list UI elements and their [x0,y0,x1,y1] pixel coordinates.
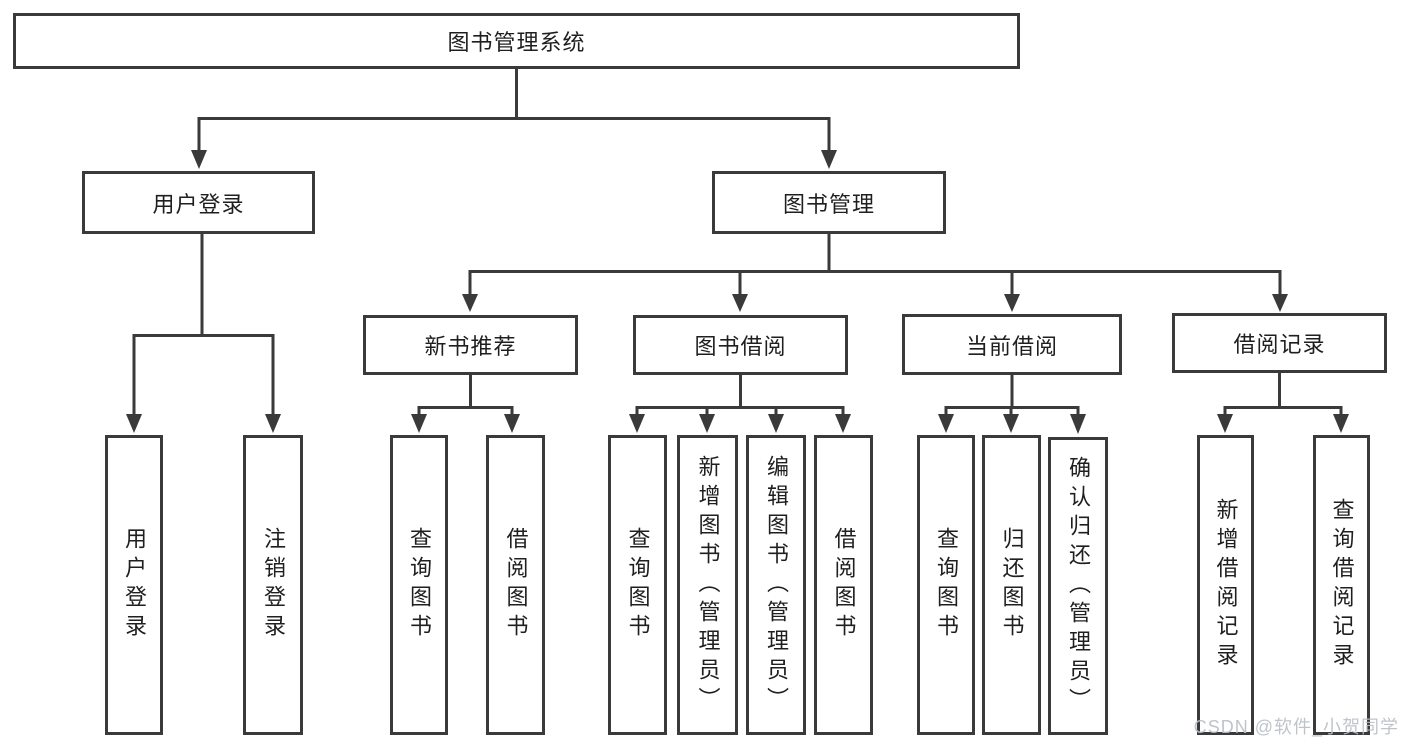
leaf-newbook-borrow-books: 借阅图书 [486,435,545,735]
leaf-add-borrow-record-label: 新增借阅记录 [1213,498,1239,672]
arrowhead [1333,414,1349,433]
arrowhead [1272,294,1288,312]
connector-root [191,66,837,169]
arrowhead [504,414,520,433]
arrowhead [629,414,645,433]
arrowhead [1217,414,1233,433]
arrowhead [938,414,954,433]
node-user-login-label: 用户登录 [152,191,245,217]
node-current-borrowing-label: 当前借阅 [965,333,1058,359]
arrowhead [265,414,281,433]
connector-book-management [462,232,1288,312]
node-user-login: 用户登录 [82,171,315,234]
node-root-label: 图书管理系统 [447,30,586,55]
arrowhead [1004,294,1020,312]
leaf-return-book-label: 归还图书 [999,527,1025,643]
arrowhead [1070,414,1086,434]
node-root: 图书管理系统 [13,13,1020,69]
leaf-user-login: 用户登录 [105,435,163,735]
leaf-query-borrow-record: 查询借阅记录 [1313,435,1370,735]
leaf-borrow-borrow-books-label: 借阅图书 [831,527,857,643]
arrowhead [462,294,478,312]
arrowhead [411,414,427,433]
leaf-current-query-books-label: 查询图书 [934,527,959,643]
node-book-management: 图书管理 [712,171,946,234]
leaf-logout-label: 注销登录 [261,527,286,643]
node-book-management-label: 图书管理 [782,191,875,217]
leaf-edit-book-admin: 编辑图书（管理员） [746,435,806,735]
leaf-newbook-borrow-books-label: 借阅图书 [503,527,529,643]
node-book-borrowing-label: 图书借阅 [694,334,787,359]
arrowhead [821,150,837,169]
leaf-add-book-admin: 新增图书（管理员） [677,435,738,735]
leaf-borrow-borrow-books: 借阅图书 [814,435,873,735]
node-new-book-recommend-label: 新书推荐 [424,334,517,359]
leaf-logout: 注销登录 [243,435,303,735]
connector-borrowing-records [1217,371,1349,433]
leaf-user-login-label: 用户登录 [122,527,147,643]
leaf-newbook-query-books-label: 查询图书 [407,527,432,643]
leaf-query-borrow-record-label: 查询借阅记录 [1329,498,1355,672]
arrowhead [732,294,748,312]
leaf-confirm-return-admin: 确认归还（管理员） [1048,437,1108,735]
node-current-borrowing: 当前借阅 [902,314,1122,375]
node-book-borrowing: 图书借阅 [633,315,848,375]
arrowhead [1003,414,1019,433]
leaf-current-query-books: 查询图书 [917,435,975,735]
leaf-confirm-return-admin-label: 确认归还（管理员） [1066,455,1091,717]
connector-current-borrowing [938,373,1086,434]
leaf-borrow-query-books-label: 查询图书 [625,527,651,643]
arrowhead [835,414,851,433]
connector-user-login [126,232,281,433]
leaf-return-book: 归还图书 [982,435,1041,735]
arrowhead [768,414,784,433]
leaf-add-borrow-record: 新增借阅记录 [1197,435,1254,735]
csdn-watermark: CSDN @软件_小贺同学 [1193,717,1399,737]
arrowhead [699,414,715,433]
leaf-borrow-query-books: 查询图书 [608,435,667,735]
node-borrowing-records: 借阅记录 [1172,313,1387,373]
leaf-add-book-admin-label: 新增图书（管理员） [695,454,721,716]
arrowhead [191,150,207,169]
connector-book-borrowing [629,373,851,433]
leaf-newbook-query-books: 查询图书 [390,435,448,735]
node-borrowing-records-label: 借阅记录 [1233,332,1326,357]
connector-new-book-recommend [411,373,520,433]
leaf-edit-book-admin-label: 编辑图书（管理员） [764,454,789,716]
arrowhead [126,414,142,433]
node-new-book-recommend: 新书推荐 [363,315,578,375]
